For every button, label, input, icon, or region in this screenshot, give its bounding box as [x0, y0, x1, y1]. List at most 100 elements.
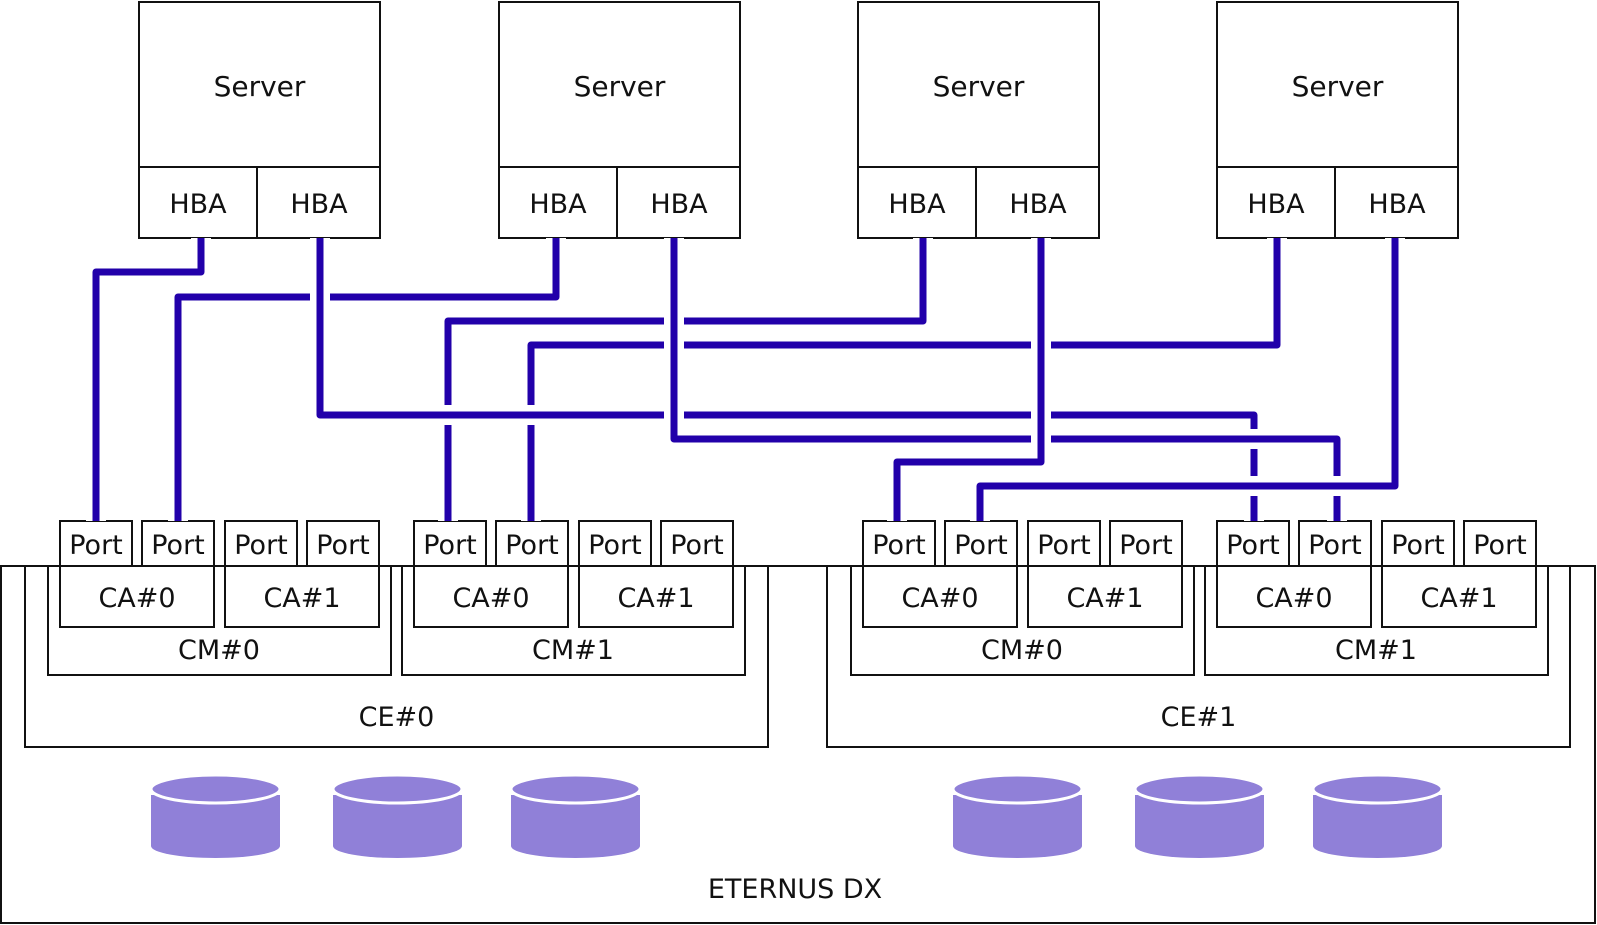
channel-adapter-box[interactable]: [59, 565, 215, 628]
fc-cable-2[interactable]: [174, 238, 560, 521]
port[interactable]: Port: [1381, 520, 1455, 567]
channel-adapter[interactable]: CA#1 Port Port: [578, 520, 734, 628]
port-box[interactable]: [59, 520, 133, 567]
port[interactable]: Port: [413, 520, 487, 567]
port-box[interactable]: [1463, 520, 1537, 567]
hba-label: HBA: [1368, 189, 1426, 220]
port-box[interactable]: [495, 520, 569, 567]
port-label: Port: [505, 530, 559, 561]
port-box[interactable]: [306, 520, 380, 567]
port-box[interactable]: [141, 520, 215, 567]
fc-cable-1[interactable]: [92, 238, 205, 521]
disk-icon: [1311, 773, 1444, 858]
connection-gap-mask: [168, 238, 566, 521]
connections: [86, 238, 1405, 521]
port[interactable]: Port: [59, 520, 133, 567]
channel-adapter-box[interactable]: [413, 565, 569, 628]
port[interactable]: Port: [141, 520, 215, 567]
server-box[interactable]: [498, 1, 741, 239]
server-label: Server: [933, 70, 1025, 103]
channel-adapter-label: CA#0: [901, 583, 978, 614]
fc-cable-3[interactable]: [444, 238, 927, 521]
server-label: Server: [214, 70, 306, 103]
server-box[interactable]: [857, 1, 1100, 239]
port[interactable]: Port: [1298, 520, 1372, 567]
port[interactable]: Port: [578, 520, 652, 567]
disk-top: [1133, 773, 1266, 805]
disk-icon: [1133, 773, 1266, 858]
fc-cable-7[interactable]: [893, 238, 1045, 521]
port-box[interactable]: [1027, 520, 1101, 567]
fc-cable-5[interactable]: [316, 238, 1258, 521]
port-box[interactable]: [1381, 520, 1455, 567]
disk-icon: [331, 773, 464, 858]
channel-adapter-label: CA#1: [617, 583, 694, 614]
port[interactable]: Port: [944, 520, 1018, 567]
channel-adapter[interactable]: CA#0 Port Port: [1216, 520, 1372, 628]
disk-body: [511, 795, 640, 858]
channel-adapter[interactable]: CA#0 Port Port: [413, 520, 569, 628]
disk-top: [951, 773, 1084, 805]
enclosure-label: CE#0: [359, 702, 435, 733]
port-label: Port: [151, 530, 205, 561]
channel-adapter-box[interactable]: [1216, 565, 1372, 628]
port[interactable]: Port: [1027, 520, 1101, 567]
server-box[interactable]: [1216, 1, 1459, 239]
port[interactable]: Port: [1216, 520, 1290, 567]
port-box[interactable]: [578, 520, 652, 567]
port-label: Port: [1473, 530, 1527, 561]
channel-adapter-label: CA#1: [1066, 583, 1143, 614]
port[interactable]: Port: [1463, 520, 1537, 567]
port[interactable]: Port: [862, 520, 936, 567]
disk-top: [1311, 773, 1444, 805]
port[interactable]: Port: [1109, 520, 1183, 567]
port-label: Port: [954, 530, 1008, 561]
disk-icon: [951, 773, 1084, 858]
port-label: Port: [588, 530, 642, 561]
module-label: CM#1: [1335, 635, 1417, 666]
channel-adapter-label: CA#0: [452, 583, 529, 614]
channel-adapter-box[interactable]: [862, 565, 1018, 628]
port-label: Port: [670, 530, 724, 561]
disk-body: [151, 795, 280, 858]
server-box[interactable]: [138, 1, 381, 239]
port[interactable]: Port: [495, 520, 569, 567]
hba-label: HBA: [529, 189, 587, 220]
hba-label: HBA: [1009, 189, 1067, 220]
enclosure-label: CE#1: [1161, 702, 1237, 733]
disk-icon: [149, 773, 282, 858]
port[interactable]: Port: [224, 520, 298, 567]
hba-label: HBA: [1247, 189, 1305, 220]
port-label: Port: [1391, 530, 1445, 561]
hba-label: HBA: [290, 189, 348, 220]
port-label: Port: [1226, 530, 1280, 561]
disk-body: [1135, 795, 1264, 858]
module-frame: [401, 566, 746, 676]
port-label: Port: [316, 530, 370, 561]
port-label: Port: [423, 530, 477, 561]
fc-cable-8[interactable]: [976, 238, 1399, 521]
module-frame: [47, 566, 392, 676]
enclosure-frame: [826, 566, 1571, 748]
channel-adapter[interactable]: CA#0 Port Port: [862, 520, 1018, 628]
fc-cable-4[interactable]: [527, 238, 1281, 521]
port[interactable]: Port: [660, 520, 734, 567]
channel-adapter-box[interactable]: [1027, 565, 1183, 628]
port-box[interactable]: [862, 520, 936, 567]
port[interactable]: Port: [306, 520, 380, 567]
port-label: Port: [69, 530, 123, 561]
channel-adapter-label: CA#0: [1255, 583, 1332, 614]
channel-adapter-box[interactable]: [578, 565, 734, 628]
storage-system-label: ETERNUS DX: [708, 874, 882, 905]
disk-drives: [149, 773, 1444, 858]
